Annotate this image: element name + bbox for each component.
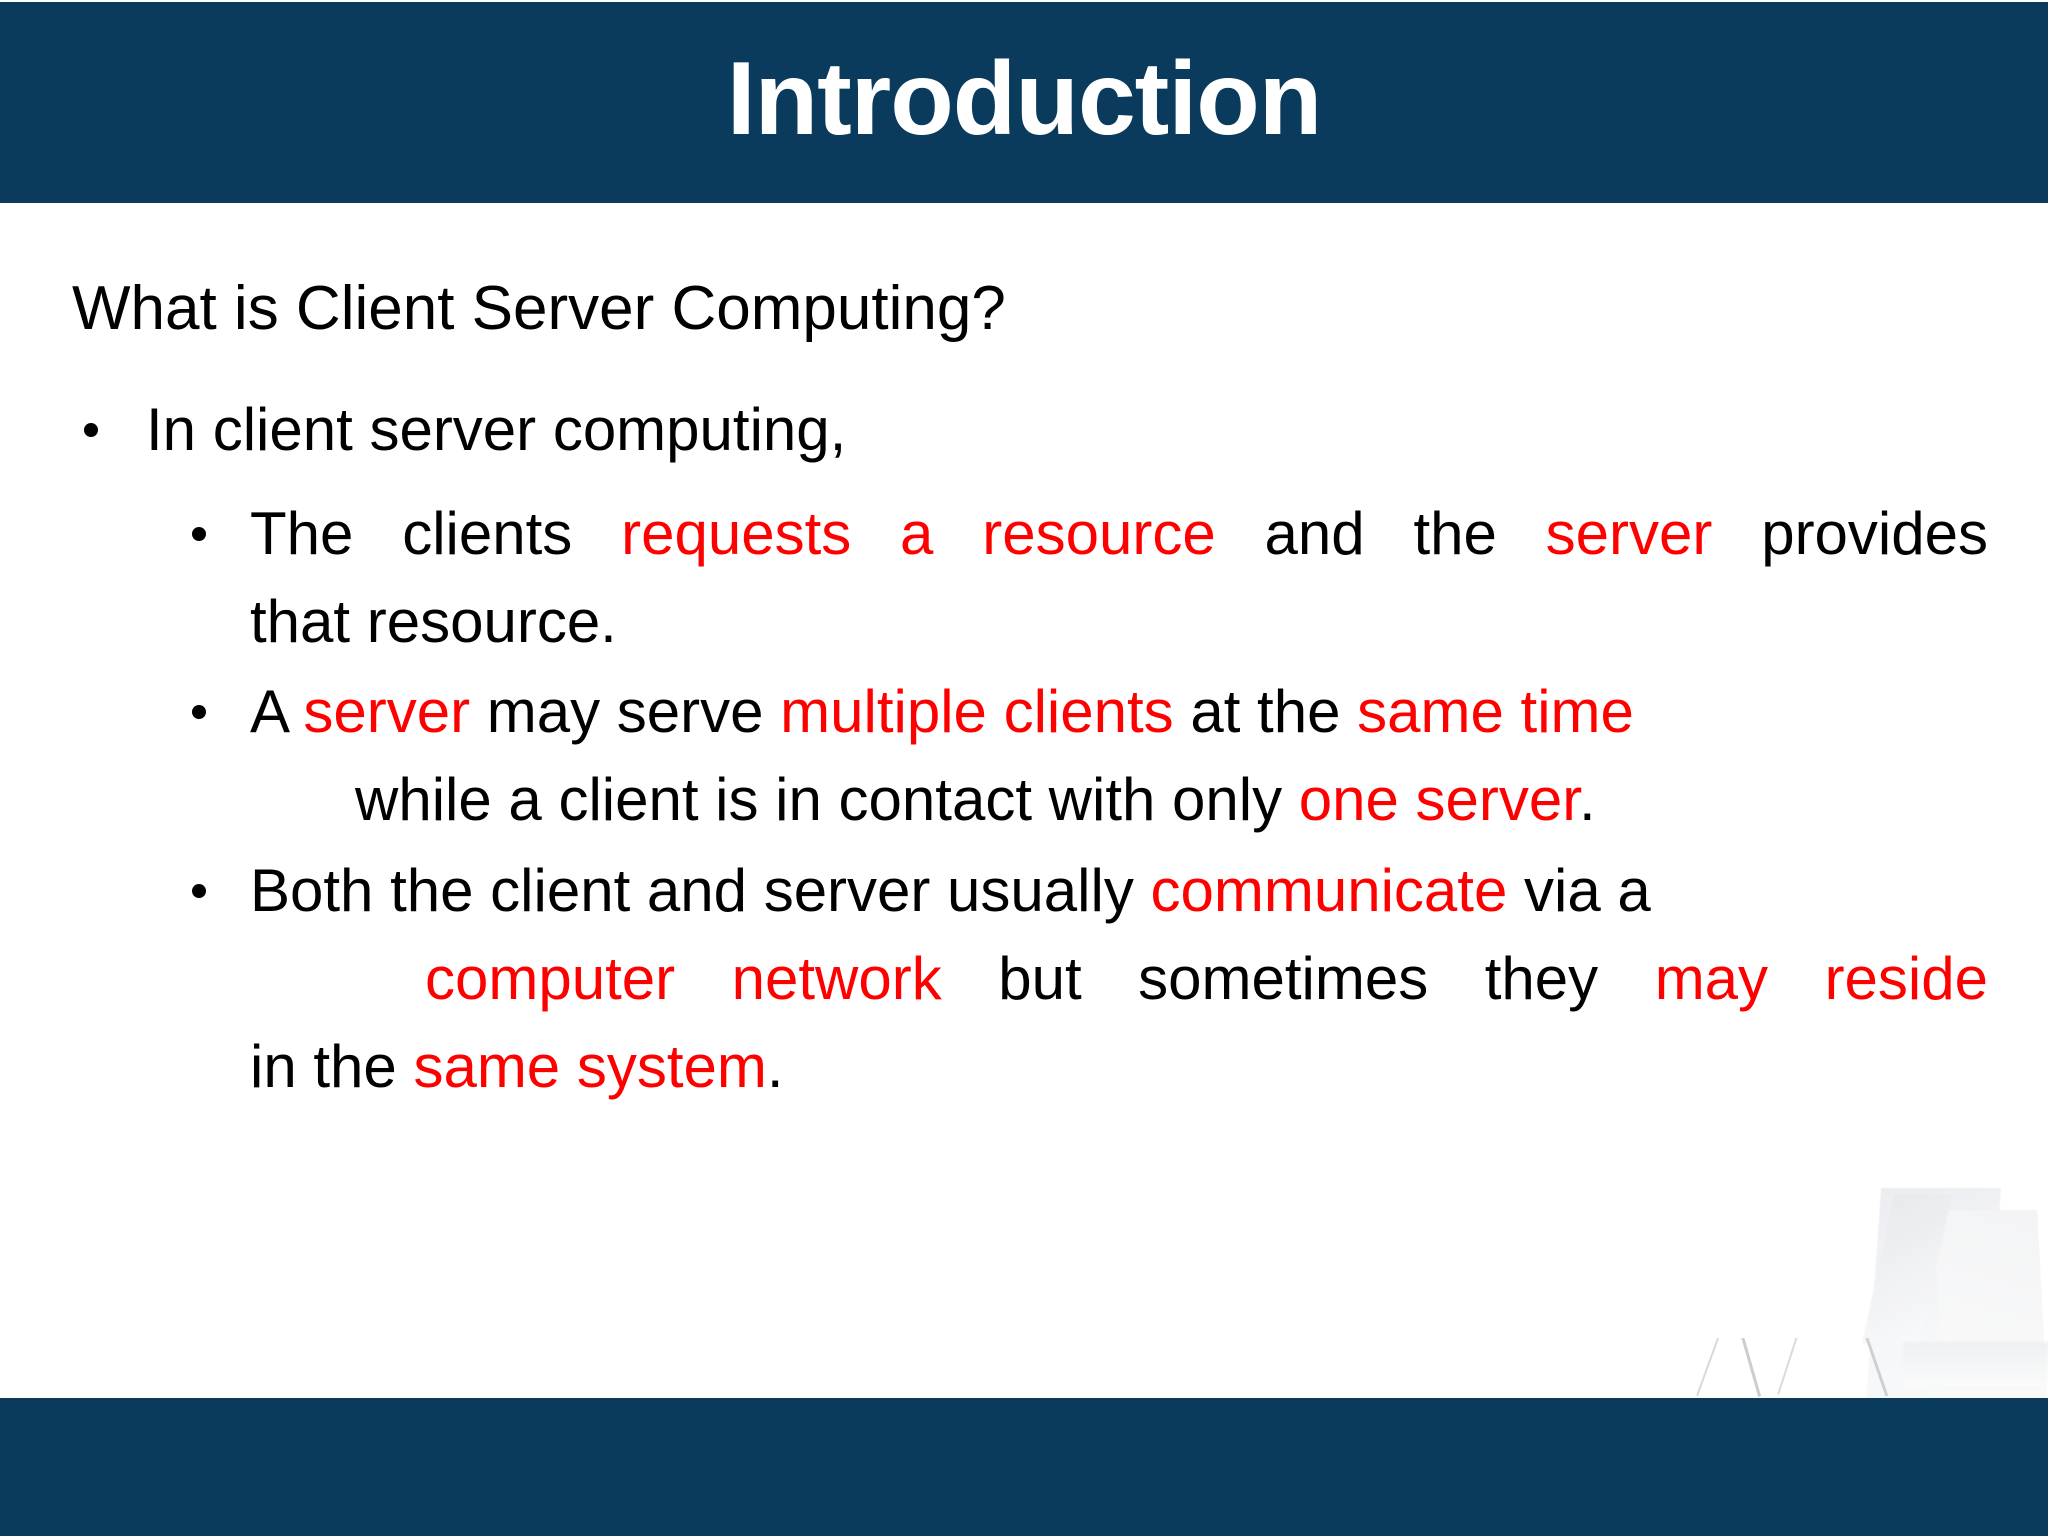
bullet-line-continuation: while a client is in contact with only o… (250, 756, 1988, 844)
text-run: Both the client and server usually (250, 856, 1151, 924)
bullet-level2-item-multiple-clients: A server may serve multiple clients at t… (0, 668, 2048, 844)
bullet-list: In client server computing, The clients … (0, 395, 2048, 1113)
lead-question: What is Client Server Computing? (72, 274, 1006, 343)
text-run: A (250, 678, 304, 746)
slide-body: What is Client Server Computing? In clie… (0, 203, 2048, 1536)
slide-title-bar: Introduction (0, 0, 2048, 203)
text-run: The clients (250, 499, 622, 567)
text-run-highlight: same system (413, 1032, 767, 1100)
bullet-level2-group: The clients requests a resource and the … (0, 490, 2048, 1111)
text-run-highlight: one server (1298, 766, 1579, 834)
text-run: but sometimes they (941, 944, 1655, 1012)
text-run: provides (1712, 499, 1988, 567)
page-title: Introduction (726, 40, 1323, 157)
bullet-level1-item: In client server computing, (0, 395, 2048, 466)
text-run: and the (1215, 499, 1546, 567)
bullet-line: The clients requests a resource and the … (250, 490, 1988, 578)
watermark-shape (1862, 1194, 1952, 1344)
text-run: in the (250, 1032, 414, 1100)
title-bar-top-edge (0, 0, 2048, 2)
bullet-line: Both the client and server usually commu… (250, 847, 1988, 935)
bullet-dot-icon (192, 883, 206, 898)
text-run-highlight: requests a resource (621, 499, 1216, 567)
bullet-level2-item-communicate: Both the client and server usually commu… (0, 847, 2048, 1112)
bullet-dot-icon (192, 526, 206, 541)
bullet-line-continuation: that resource. (250, 578, 1988, 666)
text-run: . (766, 1032, 784, 1100)
bullet-level2-item-clients-request: The clients requests a resource and the … (0, 490, 2048, 666)
text-run-highlight: computer network (425, 944, 942, 1012)
text-run: that resource. (250, 587, 617, 655)
text-run-highlight: server (1545, 499, 1713, 567)
text-run-highlight: communicate (1150, 856, 1508, 924)
bullet-line-continuation: computer network but sometimes they may … (250, 935, 1988, 1023)
text-run: may serve (470, 678, 781, 746)
slide-footer-bar (0, 1398, 2048, 1536)
bullet-dot-icon (84, 423, 98, 438)
bullet-line: A server may serve multiple clients at t… (250, 668, 1988, 756)
text-run-highlight: multiple clients (780, 678, 1174, 746)
text-run-highlight: may reside (1654, 944, 1988, 1012)
text-run-highlight: same time (1357, 678, 1634, 746)
bullet-level1-label: In client server computing, (146, 396, 847, 463)
text-run: via a (1507, 856, 1651, 924)
text-run: at the (1173, 678, 1358, 746)
text-run: while a client is in contact with only (355, 766, 1299, 834)
text-run-highlight: server (303, 678, 471, 746)
text-run: . (1578, 766, 1596, 834)
bullet-line-continuation: in the same system. (250, 1023, 1988, 1111)
bullet-dot-icon (192, 705, 206, 720)
